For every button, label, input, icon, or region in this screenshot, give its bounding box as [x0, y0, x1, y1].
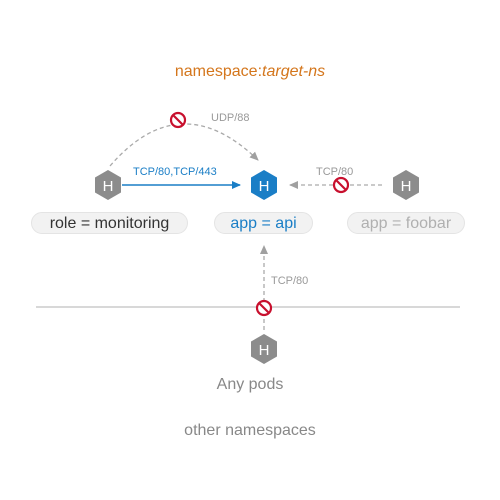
- svg-text:H: H: [259, 342, 270, 359]
- pod-any-icon: H: [251, 334, 277, 364]
- svg-text:H: H: [259, 178, 270, 195]
- pod-label-foobar: app = foobar: [347, 212, 465, 234]
- svg-text:H: H: [103, 178, 114, 195]
- pod-label-api: app = api: [214, 212, 313, 234]
- any-pods-label: Any pods: [216, 376, 284, 393]
- edge-right-label: TCP/80: [316, 166, 353, 178]
- pod-api-icon: H: [251, 170, 277, 200]
- pod-label-monitoring: role = monitoring: [31, 212, 188, 234]
- namespace-key: namespace:: [174, 63, 263, 80]
- blocked-icon: [332, 176, 350, 194]
- namespace-title: namespace:target-ns: [0, 63, 500, 81]
- namespace-value: target-ns: [262, 63, 326, 80]
- edge-udp-label: UDP/88: [211, 112, 250, 124]
- edge-allowed-label: TCP/80,TCP/443: [133, 166, 217, 178]
- pod-foobar-icon: H: [393, 170, 419, 200]
- pod-monitoring-icon: H: [95, 170, 121, 200]
- edge-bottom-label: TCP/80: [271, 275, 308, 287]
- blocked-icon: [169, 111, 187, 129]
- svg-text:H: H: [401, 178, 412, 195]
- other-namespaces-label: other namespaces: [184, 422, 316, 439]
- edge-udp-blocked: [109, 123, 259, 167]
- blocked-icon: [255, 299, 273, 317]
